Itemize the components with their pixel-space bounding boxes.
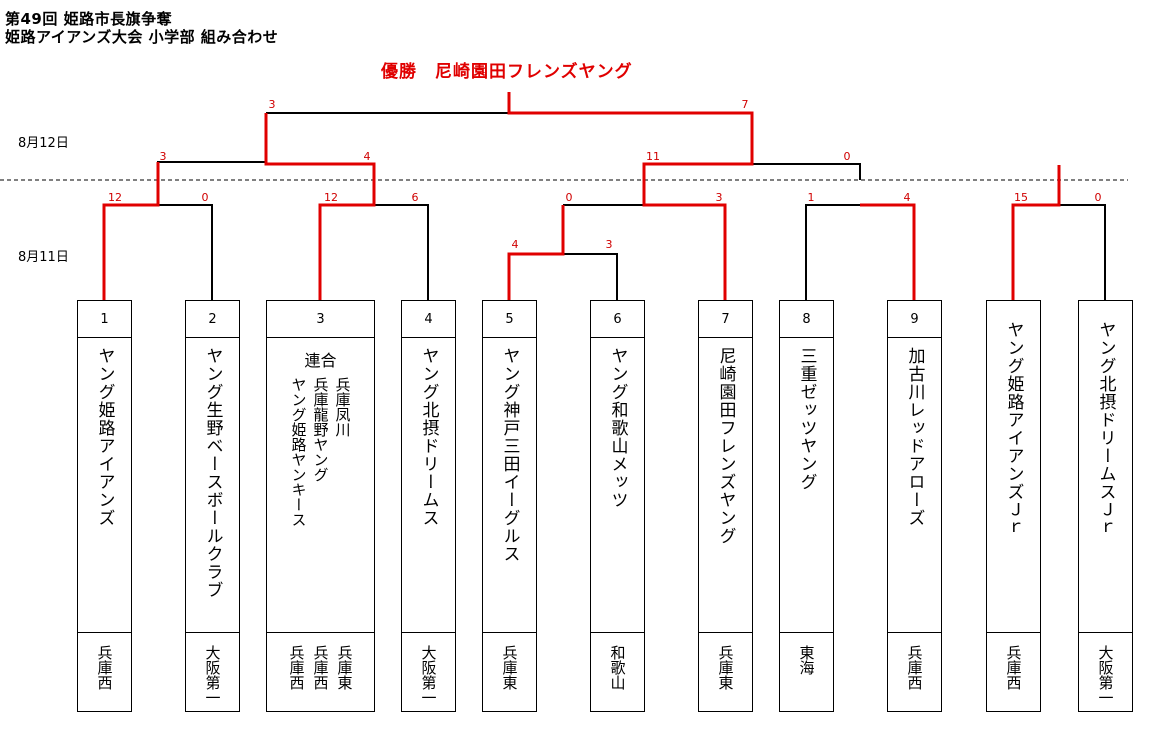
team-name: ヤング北摂ドリームス (418, 347, 439, 527)
team-number: 8 (780, 301, 833, 338)
team-name: ヤング生野ベースボールクラブ (202, 347, 223, 599)
team-number: 3 (267, 301, 374, 338)
team-number: 6 (591, 301, 644, 338)
score-semi-a-left: 3 (159, 150, 167, 163)
date-label-day1: 8月11日 (18, 250, 69, 265)
team-box-7: 7 尼崎園田フレンズヤング 兵庫東 (698, 300, 753, 712)
team-box-4: 4 ヤング北摂ドリームス 大阪第一 (401, 300, 456, 712)
team-box-8: 8 三重ゼッツヤング 東海 (779, 300, 834, 712)
combined-team-label: 連合 (304, 351, 337, 370)
score-semi-a-right: 4 (363, 150, 371, 163)
team-box-10: ヤング姫路アイアンズＪｒ 兵庫西 (986, 300, 1041, 712)
team-name: 三重ゼッツヤング (796, 347, 817, 491)
team-region: 兵庫西 (95, 645, 114, 690)
team-name: ヤング神戸三田イーグルス (499, 347, 520, 563)
score-r1-10: 15 (1014, 191, 1028, 204)
score-r1-3: 12 (324, 191, 338, 204)
score-semi-b-left: 11 (646, 150, 660, 163)
combined-team-name: 兵庫凤川 (333, 377, 352, 437)
team-name: ヤング和歌山メッツ (607, 347, 628, 509)
team-box-9: 9 加古川レッドアローズ 兵庫西 (887, 300, 942, 712)
score-r1-8: 1 (807, 191, 815, 204)
date-label-day2: 8月12日 (18, 136, 69, 151)
score-r1-5: 4 (511, 238, 519, 251)
team-region: 兵庫東 (335, 645, 354, 690)
score-r1-4: 6 (411, 191, 419, 204)
loser-lines (157, 112, 1106, 300)
team-name: 加古川レッドアローズ (904, 347, 925, 527)
combined-team-name: 兵庫龍野ヤング (311, 377, 330, 482)
score-r1-1: 12 (108, 191, 122, 204)
team-region: 兵庫西 (905, 645, 924, 690)
score-final-left: 3 (268, 98, 276, 111)
team-box-5: 5 ヤング神戸三田イーグルス 兵庫東 (482, 300, 537, 712)
tournament-title: 第49回 姫路市長旗争奪 (5, 10, 173, 28)
team-number: 4 (402, 301, 455, 338)
team-region: 東海 (797, 645, 816, 675)
team-region: 兵庫西 (311, 645, 330, 690)
team-region: 兵庫西 (1004, 645, 1023, 690)
tournament-subtitle: 姫路アイアンズ大会 小学部 組み合わせ (5, 28, 279, 46)
score-r1-2: 0 (201, 191, 209, 204)
winner-lines (102, 92, 1061, 300)
team-region: 大阪第一 (203, 645, 222, 705)
team-region: 兵庫東 (716, 645, 735, 690)
team-number: 5 (483, 301, 536, 338)
score-final-right: 7 (741, 98, 749, 111)
team-region: 兵庫東 (500, 645, 519, 690)
team-number: 1 (78, 301, 131, 338)
team-box-3: 3 連合 兵庫凤川 兵庫龍野ヤング ヤング姫路ヤンキース 兵庫東 兵庫西 兵庫西 (266, 300, 375, 712)
score-r2-b: 3 (715, 191, 723, 204)
team-name: ヤング姫路アイアンズ (94, 347, 115, 527)
champion-label: 優勝 尼崎園田フレンズヤング (381, 62, 633, 82)
team-region: 兵庫西 (287, 645, 306, 690)
team-region: 大阪第一 (1096, 645, 1115, 705)
team-box-2: 2 ヤング生野ベースボールクラブ 大阪第一 (185, 300, 240, 712)
team-name: ヤング姫路アイアンズＪｒ (1003, 321, 1024, 537)
team-region: 和歌山 (608, 645, 627, 690)
team-number: 9 (888, 301, 941, 338)
team-number: 7 (699, 301, 752, 338)
team-name: 尼崎園田フレンズヤング (715, 347, 736, 545)
team-region: 大阪第一 (419, 645, 438, 705)
team-number: 2 (186, 301, 239, 338)
score-r1-6: 3 (605, 238, 613, 251)
team-box-1: 1 ヤング姫路アイアンズ 兵庫西 (77, 300, 132, 712)
team-box-6: 6 ヤング和歌山メッツ 和歌山 (590, 300, 645, 712)
team-name: ヤング北摂ドリームスＪｒ (1095, 321, 1116, 537)
score-r1-11: 0 (1094, 191, 1102, 204)
score-r2-a: 0 (565, 191, 573, 204)
score-r1-9: 4 (903, 191, 911, 204)
score-semi-b-right: 0 (843, 150, 851, 163)
combined-team-name: ヤング姫路ヤンキース (289, 377, 308, 527)
team-box-11: ヤング北摂ドリームスＪｒ 大阪第一 (1078, 300, 1133, 712)
